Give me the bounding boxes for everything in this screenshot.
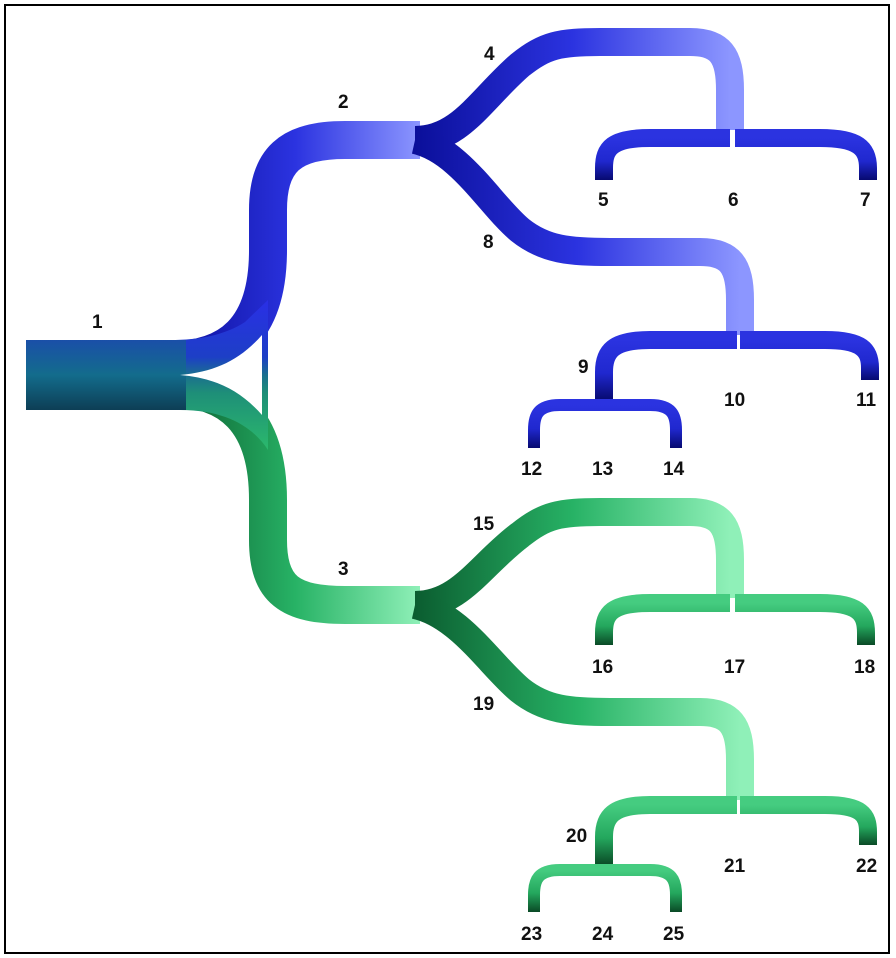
branch-22 (740, 796, 877, 845)
branch-8 (411, 126, 754, 335)
node-label-24: 24 (592, 924, 614, 945)
node-label-6: 6 (728, 190, 739, 211)
branch-18 (735, 594, 875, 645)
node-label-13: 13 (592, 459, 613, 480)
node-label-18: 18 (854, 657, 875, 678)
node-label-14: 14 (663, 459, 685, 480)
node-label-12: 12 (521, 459, 542, 480)
node-label-9: 9 (578, 357, 589, 378)
branch-23 (528, 864, 604, 912)
node-label-16: 16 (592, 657, 613, 678)
branch-11 (740, 331, 879, 380)
node-label-11: 11 (856, 390, 877, 411)
node-label-1: 1 (92, 312, 103, 333)
node-label-5: 5 (598, 190, 609, 211)
green-subtree (169, 369, 877, 912)
node-label-20: 20 (566, 826, 587, 847)
node-labels: 1 2 3 4 5 6 7 8 9 10 11 12 13 14 15 16 1… (92, 44, 877, 945)
branch-3 (169, 369, 420, 624)
branch-19 (411, 591, 754, 800)
branch-12 (528, 399, 604, 448)
branch-20 (595, 796, 737, 865)
node-label-10: 10 (724, 390, 745, 411)
branch-9 (595, 331, 737, 400)
node-label-2: 2 (338, 92, 349, 113)
branch-25 (604, 864, 682, 912)
node-label-15: 15 (473, 514, 495, 535)
node-label-23: 23 (521, 924, 542, 945)
node-label-21: 21 (724, 856, 746, 877)
node-label-8: 8 (483, 232, 494, 253)
branch-5 (595, 129, 730, 180)
branch-15 (414, 498, 744, 619)
branch-2 (169, 121, 420, 379)
trunk-split-notch (180, 335, 262, 415)
node-label-3: 3 (338, 559, 349, 580)
branch-14 (604, 399, 682, 448)
node-label-19: 19 (473, 694, 494, 715)
node-label-25: 25 (663, 924, 685, 945)
node-label-4: 4 (484, 44, 495, 65)
branch-7 (735, 129, 877, 180)
blue-subtree (169, 28, 879, 448)
node-label-7: 7 (860, 190, 871, 211)
branch-4 (414, 28, 744, 154)
trunk-1-base (26, 340, 186, 410)
node-label-17: 17 (724, 657, 745, 678)
node-label-22: 22 (856, 856, 877, 877)
branch-16 (595, 594, 730, 645)
